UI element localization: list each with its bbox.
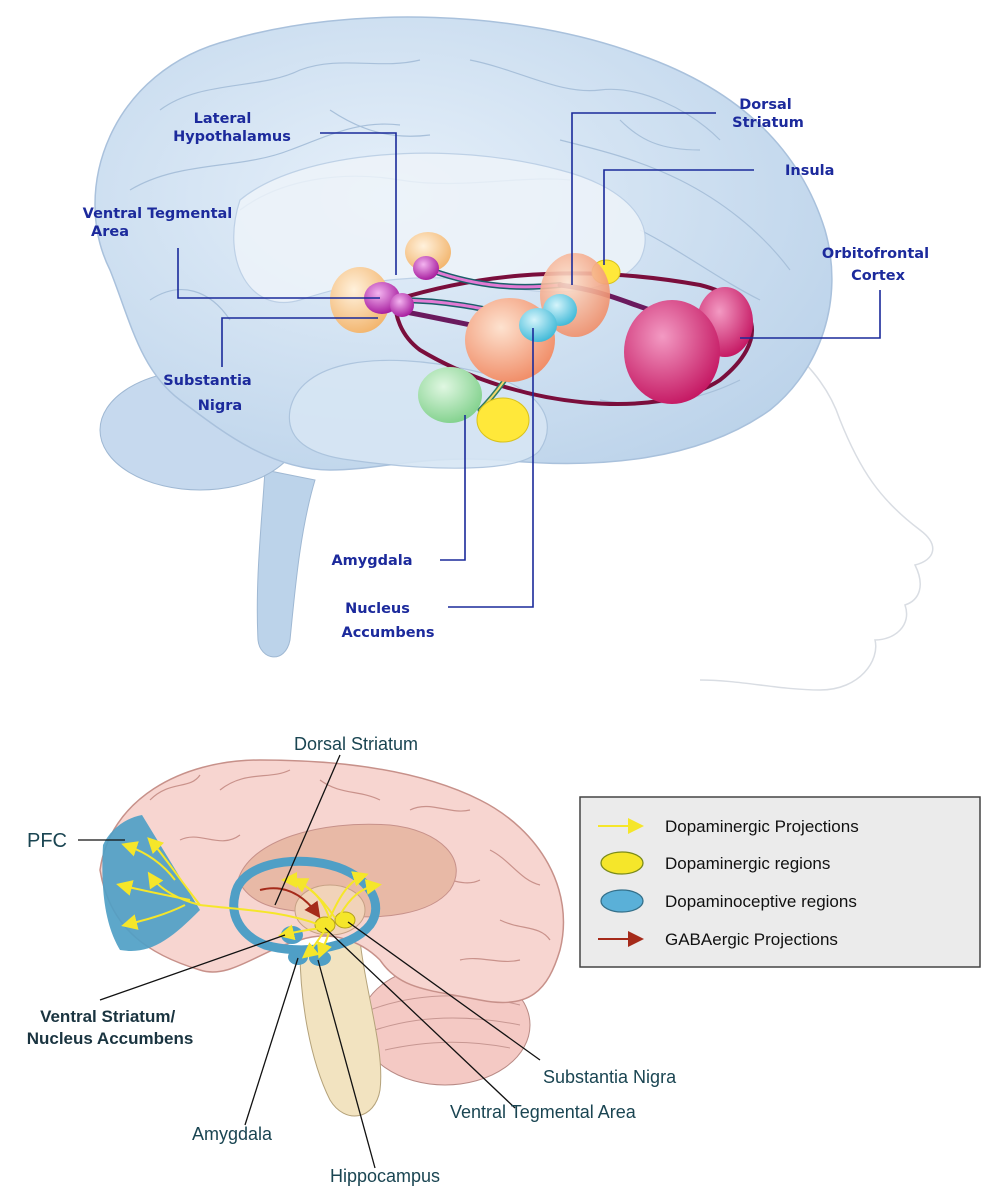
legend-dopaminergic-region-swatch	[601, 852, 643, 874]
legend-label-dopaminergic-projections: Dopaminergic Projections	[665, 817, 859, 836]
label-ventral-striatum: Ventral Striatum/ Nucleus Accumbens	[27, 1007, 194, 1048]
label-pfc: PFC	[27, 830, 67, 852]
label-amygdala: Amygdala	[331, 553, 412, 569]
legend-label-dopaminoceptive-regions: Dopaminoceptive regions	[665, 892, 857, 911]
brain-stem	[257, 470, 315, 657]
legend-label-dopaminergic-regions: Dopaminergic regions	[665, 854, 830, 873]
orbitofrontal-shape	[624, 300, 720, 404]
vta-shape-2	[390, 293, 414, 317]
label-amygdala-bottom: Amygdala	[192, 1124, 273, 1144]
lateral-hypothalamus-core	[413, 256, 439, 280]
nucleus-accumbens-shape	[519, 308, 557, 342]
label-dorsal-striatum-bottom: Dorsal Striatum	[294, 734, 418, 754]
bottom-brain-stem	[300, 940, 381, 1116]
label-ventral-tegmental-area-bottom: Ventral Tegmental Area	[450, 1102, 637, 1122]
amygdala-shape	[418, 367, 482, 423]
legend-dopaminoceptive-region-swatch	[601, 890, 643, 912]
label-hippocampus: Hippocampus	[330, 1166, 440, 1186]
hippocampus-region	[309, 950, 331, 966]
amygdala-region	[288, 949, 308, 965]
label-substantia-nigra-bottom: Substantia Nigra	[543, 1067, 677, 1087]
amygdala-yellow	[477, 398, 529, 442]
label-insula: Insula	[785, 163, 834, 179]
legend: Dopaminergic Projections Dopaminergic re…	[580, 797, 980, 967]
label-nucleus-accumbens: Nucleus Accumbens	[341, 601, 434, 641]
legend-label-gaba-projections: GABAergic Projections	[665, 930, 838, 949]
label-orbitofrontal-cortex: Orbitofrontal Cortex	[822, 246, 934, 284]
bottom-brain-illustration	[100, 760, 563, 1116]
